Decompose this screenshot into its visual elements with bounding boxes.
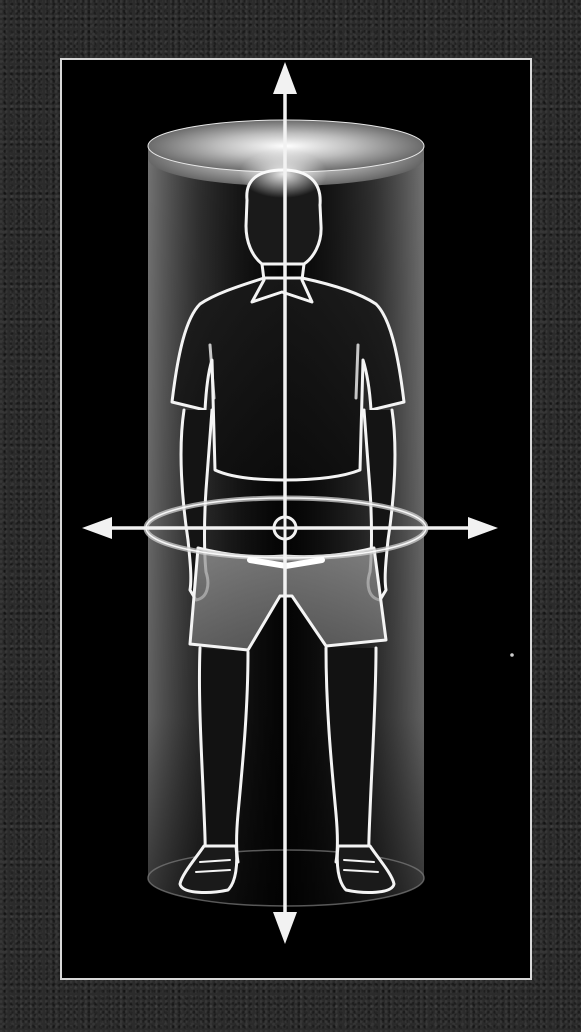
speck-mark bbox=[510, 653, 514, 657]
crosshair-icon bbox=[274, 517, 296, 539]
